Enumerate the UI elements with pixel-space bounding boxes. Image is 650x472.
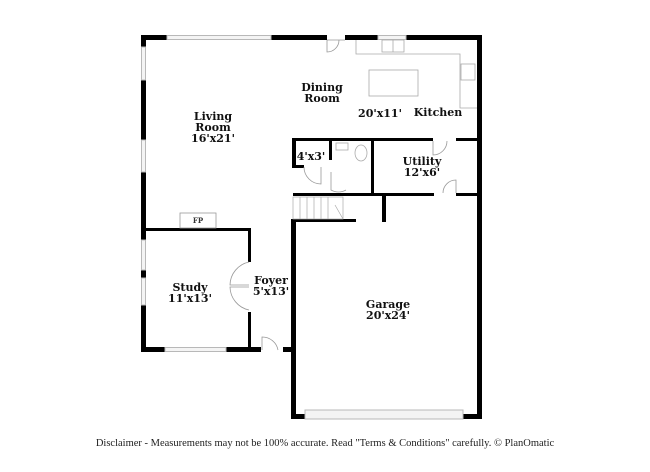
garage-dims: 20'x24' <box>366 309 410 322</box>
stairs <box>292 196 344 220</box>
living-room-label: Living Room 16'x21' <box>191 111 235 144</box>
kitchen-dims: 20'x11' <box>358 107 402 120</box>
kitchen-label: Kitchen <box>413 106 463 119</box>
living-room-dims: 16'x21' <box>191 132 235 145</box>
utility-label: Utility 12'x6' <box>403 156 442 178</box>
dining-room-label: Dining Room <box>301 82 343 104</box>
utility-dims: 12'x6' <box>403 166 441 179</box>
windows <box>141 35 464 420</box>
fireplace <box>179 212 217 229</box>
living-room-name-line1: Living <box>193 110 233 123</box>
study-label: Study 11'x13' <box>168 282 212 304</box>
kitchen-counters <box>355 39 477 109</box>
foyer-name: Foyer <box>254 274 288 287</box>
bath-fixtures <box>335 142 368 162</box>
study-dims: 11'x13' <box>168 292 212 305</box>
foyer-dims: 5'x13' <box>252 285 290 298</box>
dining-room-name-line2: Room <box>304 92 340 105</box>
fireplace-label: FP <box>192 216 204 225</box>
doors <box>229 39 457 351</box>
garage-label: Garage 20'x24' <box>366 299 410 321</box>
utility-name: Utility <box>402 155 442 168</box>
dining-room-name-line1: Dining <box>301 81 343 94</box>
walls <box>141 35 482 419</box>
living-room-name-line2: Room <box>195 121 231 134</box>
closet-dims: 4'x3' <box>296 150 326 163</box>
study-name: Study <box>172 281 208 294</box>
foyer-label: Foyer 5'x13' <box>253 275 289 297</box>
garage-name: Garage <box>365 298 411 311</box>
disclaimer-text: Disclaimer - Measurements may not be 100… <box>95 438 555 449</box>
